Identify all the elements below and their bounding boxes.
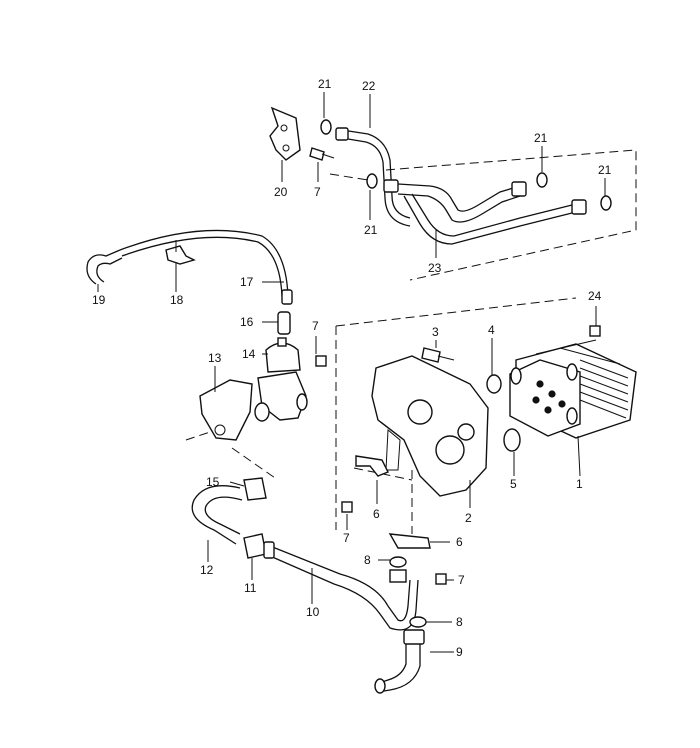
sleeve [277, 311, 291, 335]
vent-hose [86, 249, 121, 285]
mounting-bracket [269, 106, 301, 161]
callout-5: 5 [510, 477, 517, 491]
callout-7: 7 [314, 185, 321, 199]
oil-pipe-upper [341, 129, 411, 219]
callout-7: 7 [343, 531, 350, 545]
cooler-fins [579, 359, 629, 419]
callout-21: 21 [534, 131, 548, 145]
callout-21: 21 [598, 163, 612, 177]
callout-15: 15 [206, 475, 220, 489]
callout-7: 7 [458, 573, 465, 587]
callout-11: 11 [244, 581, 257, 595]
sealing-ring [503, 428, 521, 452]
bracket [388, 533, 431, 549]
sealing-ring [486, 374, 502, 394]
callout-2: 2 [465, 511, 472, 525]
callout-13: 13 [208, 351, 222, 365]
valve-bracket [199, 379, 253, 441]
sealing-ring [389, 556, 407, 568]
sealing-ring [320, 119, 332, 135]
callout-24: 24 [588, 289, 602, 303]
leader-lines [97, 92, 606, 653]
callout-18: 18 [170, 293, 184, 307]
callout-19: 19 [92, 293, 106, 307]
callout-6: 6 [456, 535, 463, 549]
oil-filter-housing [335, 297, 577, 530]
callout-10: 10 [306, 605, 320, 619]
callout-8: 8 [456, 615, 463, 629]
callout-7: 7 [312, 319, 319, 333]
bolt [309, 147, 325, 161]
callout-21: 21 [364, 223, 378, 237]
vent-line [119, 229, 289, 297]
callout-9: 9 [456, 645, 463, 659]
callout-21: 21 [318, 77, 332, 91]
callout-1: 1 [576, 477, 583, 491]
callout-12: 12 [200, 563, 214, 577]
oil-pipe [269, 545, 411, 622]
valve [265, 342, 301, 373]
oil-line-assembly [269, 106, 637, 281]
elbow-fitting [375, 636, 407, 685]
oil-pipe-lower [397, 183, 521, 212]
callout-4: 4 [488, 323, 495, 337]
callout-14: 14 [242, 347, 256, 361]
callout-labels: 21 22 21 21 20 7 21 23 17 19 18 24 16 7 … [92, 77, 612, 659]
bracket [355, 455, 389, 477]
bolt [589, 325, 601, 337]
callout-17: 17 [240, 275, 254, 289]
callout-3: 3 [432, 325, 439, 339]
callout-8: 8 [364, 553, 371, 567]
vent-line-assembly [86, 229, 293, 305]
callout-23: 23 [428, 261, 442, 275]
sealing-ring [409, 616, 427, 628]
callout-22: 22 [362, 79, 376, 93]
callout-20: 20 [274, 185, 288, 199]
coolant-hose [191, 485, 241, 545]
hose-clamp [243, 477, 267, 501]
thermostat-valve-assembly [185, 311, 327, 481]
bolt [421, 347, 441, 363]
callout-6: 6 [373, 507, 380, 521]
line-clip [165, 245, 196, 265]
callout-16: 16 [240, 315, 254, 329]
hose-clamp [243, 533, 267, 559]
oil-cooler [509, 325, 637, 439]
lower-line-assembly [191, 470, 447, 694]
